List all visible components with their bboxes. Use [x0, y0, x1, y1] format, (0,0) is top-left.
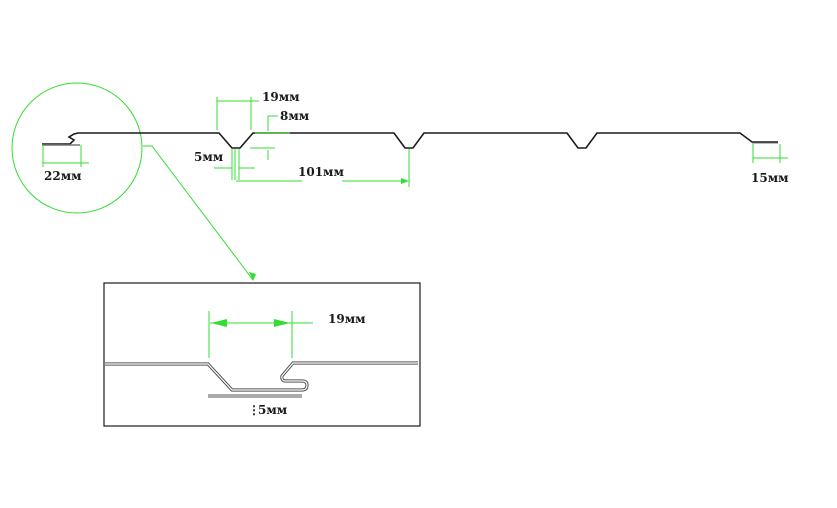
main-profile-line [42, 132, 778, 149]
dim-101mm: 101мм [236, 149, 410, 187]
dim-22mm: 22мм [42, 145, 89, 183]
dim-8mm-label: 8мм [280, 109, 310, 123]
detail-circle [11, 82, 143, 214]
dim-19mm-top: 19мм [216, 90, 300, 130]
dim-15mm-label: 15мм [751, 171, 789, 185]
dim-5mm-groove: 5мм [194, 149, 255, 180]
detail-profile [105, 361, 418, 398]
detail-dim-19mm: 19мм [208, 311, 366, 358]
detail-dim-19mm-label: 19мм [328, 312, 366, 326]
detail-gap-marker: ⋮ [248, 403, 260, 417]
dim-101mm-label: 101мм [298, 165, 344, 179]
detail-dim-5mm: ⋮ 5мм [248, 403, 288, 417]
dim-19mm-top-label: 19мм [262, 90, 300, 104]
detail-leader-arrowhead [249, 272, 256, 281]
detail-dim-5mm-label: 5мм [258, 403, 288, 417]
detail-frame [103, 282, 421, 427]
dim-5mm-groove-label: 5мм [194, 150, 224, 164]
dim-8mm: 8мм [250, 109, 310, 160]
detail-leader-line [143, 145, 254, 281]
dim-22mm-label: 22мм [44, 169, 82, 183]
dim-15mm: 15мм [751, 144, 789, 185]
